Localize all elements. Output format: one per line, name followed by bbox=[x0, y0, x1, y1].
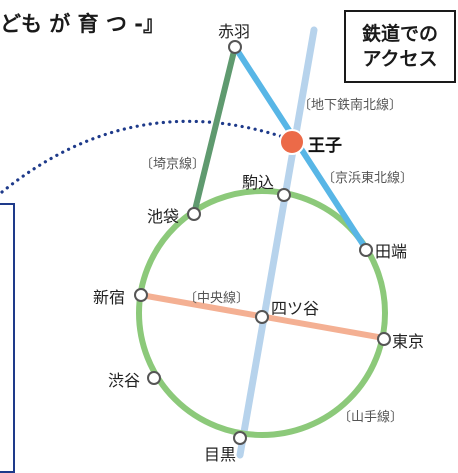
station-marker-ikebukuro[interactable] bbox=[187, 207, 201, 221]
station-marker-tabata[interactable] bbox=[359, 243, 373, 257]
station-label-oji: 王子 bbox=[308, 136, 342, 156]
station-label-shibuya: 渋谷 bbox=[108, 371, 141, 390]
station-label-akabane: 赤羽 bbox=[218, 22, 251, 41]
station-label-tokyo: 東京 bbox=[392, 332, 425, 351]
station-label-komagome: 駒込 bbox=[242, 173, 275, 192]
station-marker-yotsuya[interactable] bbox=[255, 310, 269, 324]
access-box: 鉄道での アクセス bbox=[344, 10, 456, 83]
station-marker-shinjuku[interactable] bbox=[134, 288, 148, 302]
line-label-yamanote: 〔山手線〕 bbox=[338, 410, 404, 425]
station-marker-komagome[interactable] bbox=[277, 188, 291, 202]
station-label-meguro: 目黒 bbox=[204, 445, 237, 464]
station-label-yotsuya: 四ツ谷 bbox=[271, 299, 320, 318]
inset-frame bbox=[0, 203, 15, 473]
line-label-saikyo: 〔埼京線〕 bbox=[140, 157, 206, 172]
station-marker-meguro[interactable] bbox=[233, 431, 247, 445]
nanboku-line bbox=[236, 26, 318, 459]
station-marker-tokyo[interactable] bbox=[377, 332, 391, 346]
line-label-nanboku: 〔地下鉄南北線〕 bbox=[298, 98, 403, 113]
access-box-line1: 鉄道での bbox=[361, 22, 438, 45]
station-label-ikebukuro: 池袋 bbox=[147, 207, 180, 226]
yamanote-line bbox=[136, 188, 388, 438]
page-title-fragment: ども が 育 つ -』 bbox=[0, 12, 164, 36]
station-marker-akabane[interactable] bbox=[228, 40, 242, 54]
station-marker-oji[interactable] bbox=[279, 129, 305, 155]
line-label-chuo: 〔中央線〕 bbox=[184, 291, 250, 306]
route-map bbox=[0, 26, 391, 459]
saikyo-line bbox=[191, 44, 238, 217]
station-label-shinjuku: 新宿 bbox=[93, 288, 126, 307]
station-label-tabata: 田端 bbox=[375, 242, 408, 261]
station-marker-shibuya[interactable] bbox=[147, 371, 161, 385]
line-label-keihin-tohoku: 〔京浜東北線〕 bbox=[322, 171, 414, 186]
access-box-line2: アクセス bbox=[362, 47, 438, 70]
